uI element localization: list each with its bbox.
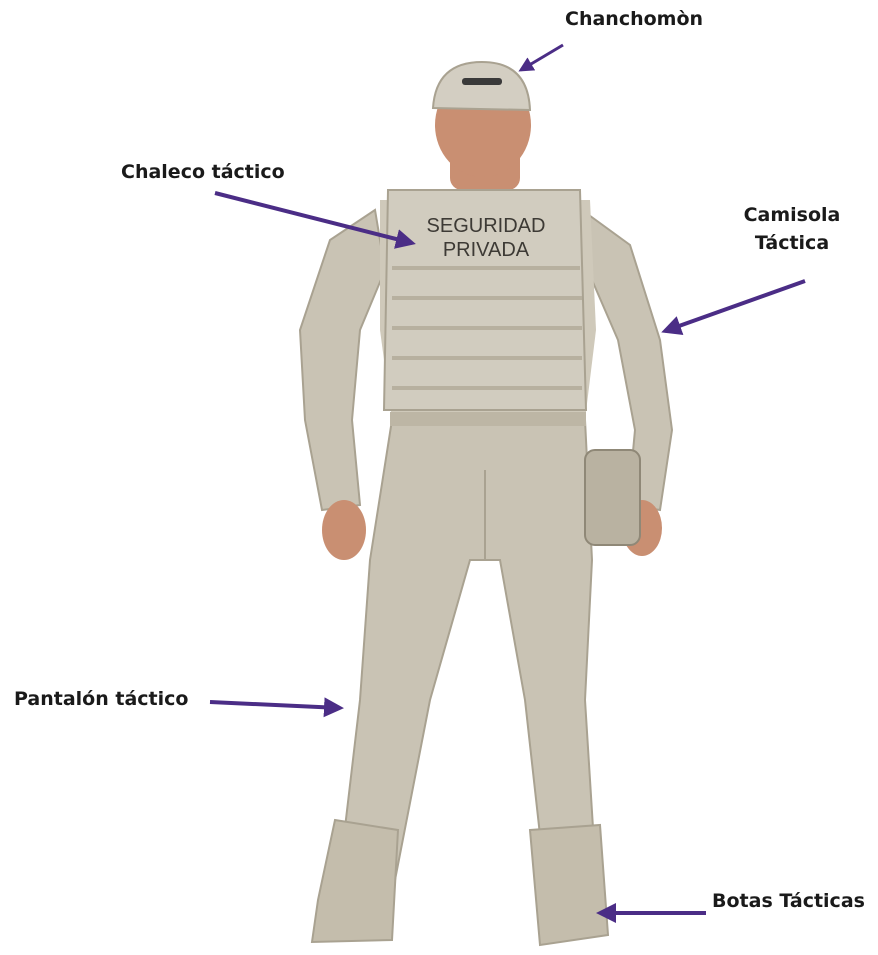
- belt: [390, 412, 586, 426]
- shirt-label: Camisola Táctica: [722, 204, 862, 256]
- left-hand: [322, 500, 366, 560]
- shirt-label-line1: Camisola: [722, 204, 862, 228]
- vest-label: Chaleco táctico: [121, 161, 285, 185]
- shirt-arrow: [665, 281, 805, 331]
- cap-label: Chanchomòn: [565, 8, 703, 32]
- pants-label: Pantalón táctico: [14, 688, 188, 712]
- cap: [433, 62, 530, 110]
- guard-figure: SEGURIDAD PRIVADA: [300, 62, 672, 945]
- utility-pouch: [585, 450, 640, 545]
- boots-label: Botas Tácticas: [712, 890, 865, 914]
- vest-print-line2: PRIVADA: [443, 239, 530, 261]
- tactical-pants: [340, 420, 595, 880]
- tactical-boots: [312, 820, 608, 945]
- tactical-vest: SEGURIDAD PRIVADA: [384, 190, 586, 410]
- cap-arrow: [521, 45, 563, 70]
- vest-print-line1: SEGURIDAD: [427, 215, 546, 237]
- pants-arrow: [210, 702, 340, 708]
- shirt-label-line2: Táctica: [722, 232, 862, 256]
